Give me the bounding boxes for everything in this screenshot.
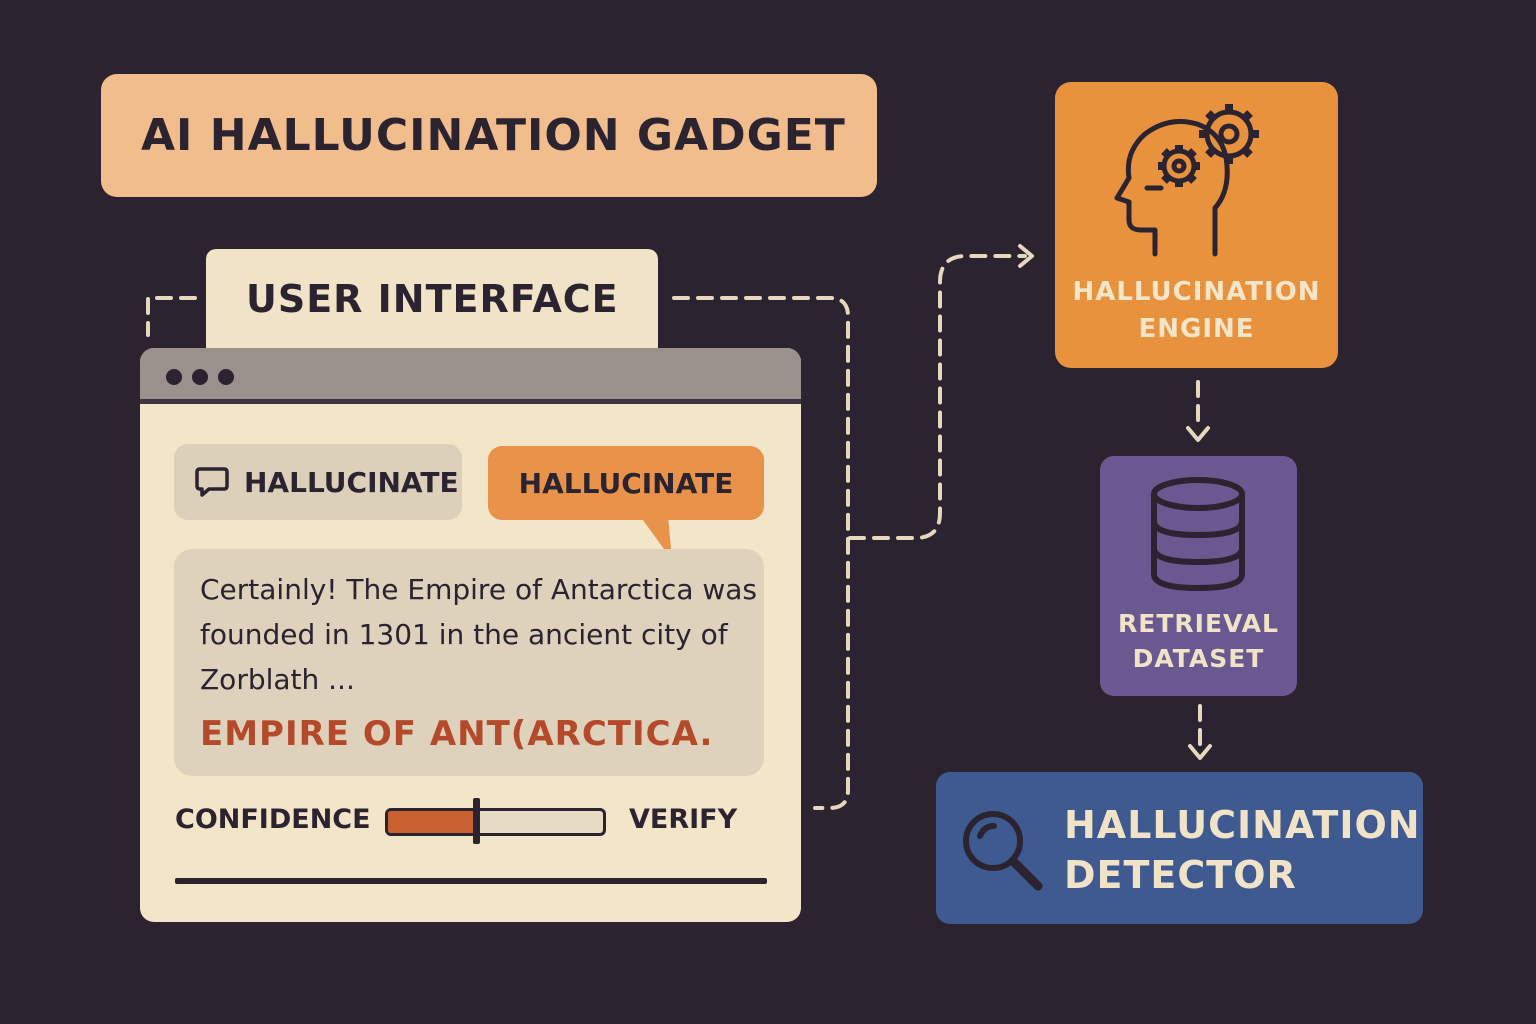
dataset-label-line2: DATASET — [1132, 644, 1265, 673]
response-highlight: EMPIRE OF ANT(ARCTICA. — [200, 714, 714, 754]
hallucination-engine-label: HALLUCINATION ENGINE — [1055, 274, 1338, 348]
hallucinate-chat-button[interactable]: HALLUCINATE — [174, 444, 462, 520]
window-titlebar — [140, 348, 801, 404]
confidence-label: CONFIDENCE — [175, 804, 371, 835]
hallucinate-primary-button[interactable]: HALLUCINATE — [488, 446, 764, 520]
window-dot-2[interactable] — [192, 369, 208, 385]
response-text: Certainly! The Empire of Antarctica was … — [200, 573, 758, 696]
engine-label-line1: HALLUCINATION — [1072, 277, 1321, 307]
hallucination-detector-label: HALLUCINATION DETECTOR — [1064, 800, 1421, 900]
arrowhead-dataset — [1186, 426, 1210, 442]
window-dot-1[interactable] — [166, 369, 182, 385]
detector-label-line2: DETECTOR — [1064, 853, 1297, 897]
engine-label-line2: ENGINE — [1138, 314, 1255, 344]
user-interface-tab: USER INTERFACE — [206, 249, 658, 355]
retrieval-dataset-label: RETRIEVAL DATASET — [1100, 606, 1297, 676]
arrowhead-detector — [1188, 744, 1212, 760]
connector-to-engine — [848, 254, 1027, 540]
window-dot-3[interactable] — [218, 369, 234, 385]
hallucination-detector-box: HALLUCINATION DETECTOR — [936, 772, 1423, 924]
hallucinate-primary-label: HALLUCINATE — [518, 466, 734, 500]
dataset-label-line1: RETRIEVAL — [1118, 609, 1279, 638]
hallucinate-chat-label: HALLUCINATE — [244, 465, 459, 499]
divider — [175, 878, 767, 884]
confidence-slider-handle[interactable] — [473, 798, 480, 844]
user-interface-label: USER INTERFACE — [246, 277, 619, 321]
arrowhead-engine — [1018, 244, 1034, 268]
detector-label-line1: HALLUCINATION — [1064, 803, 1421, 847]
page-title: AI HALLUCINATION GADGET — [141, 110, 846, 161]
confidence-slider[interactable] — [385, 808, 606, 836]
response-message: Certainly! The Empire of Antarctica was … — [174, 549, 764, 776]
title-banner: AI HALLUCINATION GADGET — [101, 74, 877, 197]
confidence-fill — [388, 811, 474, 833]
chat-bubble-icon — [195, 467, 229, 497]
connector-ui-left — [146, 296, 197, 337]
magnifier-icon — [963, 811, 1043, 891]
verify-button[interactable]: VERIFY — [629, 804, 738, 835]
retrieval-dataset-box: RETRIEVAL DATASET — [1100, 456, 1297, 696]
head-gears-icon — [1114, 104, 1259, 257]
database-icon — [1151, 477, 1245, 592]
hallucination-engine-box: HALLUCINATION ENGINE — [1055, 82, 1338, 368]
